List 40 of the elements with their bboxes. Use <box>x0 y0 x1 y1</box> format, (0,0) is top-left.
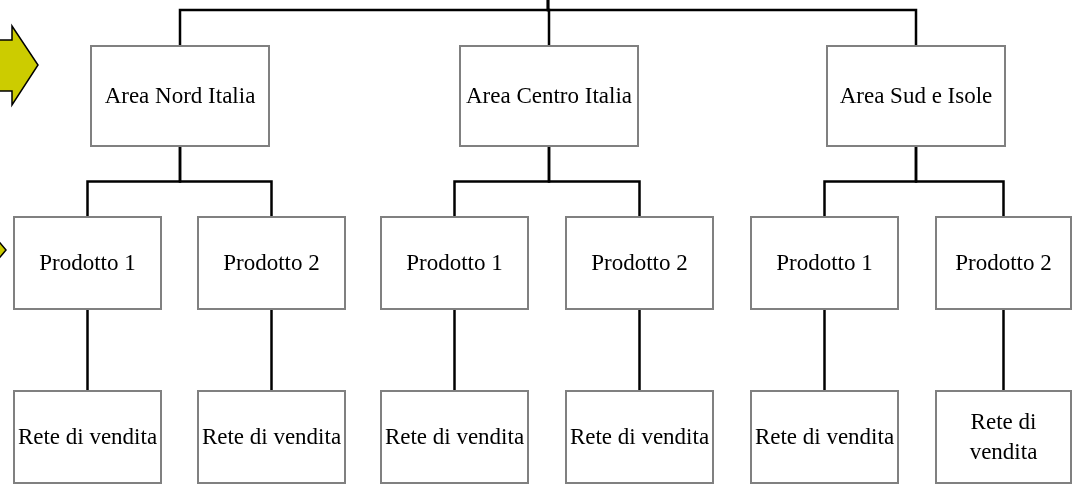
connector-line <box>1002 310 1005 390</box>
box-label: Area Nord Italia <box>103 82 257 111</box>
connector-line <box>823 310 826 390</box>
box-label: Prodotto 1 <box>38 249 137 278</box>
org-box <box>459 45 639 147</box>
org-box <box>380 216 529 310</box>
org-box <box>197 216 346 310</box>
connector-line <box>914 147 1005 216</box>
org-box <box>565 216 714 310</box>
box-label: Area Sud e Isole <box>838 82 994 111</box>
org-box <box>197 390 346 484</box>
connector-line <box>453 310 456 390</box>
box-label: Prodotto 1 <box>775 249 874 278</box>
org-box <box>935 390 1072 484</box>
org-box <box>750 216 899 310</box>
connector-line <box>638 310 641 390</box>
org-box <box>750 390 899 484</box>
connector-line <box>270 310 273 390</box>
org-box <box>13 390 162 484</box>
org-box <box>380 390 529 484</box>
org-box <box>826 45 1006 147</box>
org-box <box>565 390 714 484</box>
box-label: Rete di vendita <box>200 423 343 452</box>
box-label: Prodotto 1 <box>405 249 504 278</box>
box-label: Rete di vendita <box>383 423 526 452</box>
org-box <box>935 216 1072 310</box>
org-box <box>13 216 162 310</box>
box-label: Rete di vendita <box>968 408 1039 466</box>
connector-line <box>546 0 918 45</box>
connector-line <box>178 147 273 216</box>
box-label: Prodotto 2 <box>222 249 321 278</box>
box-label: Rete di vendita <box>16 423 159 452</box>
connector-line <box>547 147 641 216</box>
box-label: Prodotto 2 <box>954 249 1053 278</box>
box-label: Rete di vendita <box>753 423 896 452</box>
box-label: Area Centro Italia <box>465 82 633 111</box>
box-label: Rete di vendita <box>568 423 711 452</box>
box-label: Prodotto 2 <box>590 249 689 278</box>
org-box <box>90 45 270 147</box>
connector-line <box>86 310 89 390</box>
